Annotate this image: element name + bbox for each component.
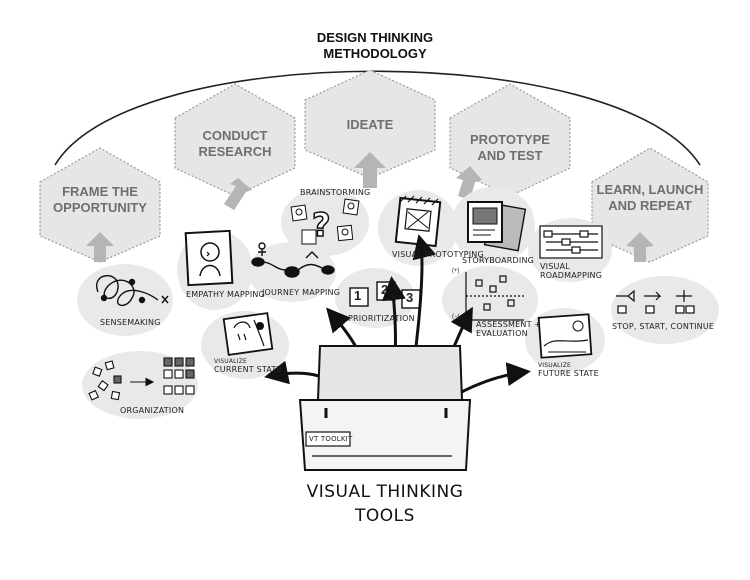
phase-label-learn: LEARN, LAUNCH AND REPEAT bbox=[592, 182, 708, 214]
roadmapping-line-1: VISUAL bbox=[540, 262, 570, 271]
footer-title: VISUAL THINKING TOOLS bbox=[300, 480, 470, 528]
phase-arrow-learn bbox=[626, 232, 654, 262]
stop-start-continue-icon bbox=[616, 289, 695, 314]
label-organization: ORGANIZATION bbox=[120, 406, 185, 415]
organization-icon bbox=[88, 357, 195, 401]
label-visual-prototyping: VISUAL PROTOTYPING bbox=[392, 250, 484, 259]
label-stop-start-continue: STOP, START, CONTINUE bbox=[612, 322, 715, 331]
phase-arrow-ideate bbox=[354, 152, 386, 188]
axis-plus-label: (+) bbox=[452, 268, 460, 274]
label-journey-mapping: JOURNEY MAPPING bbox=[262, 288, 341, 297]
journey-map-icon bbox=[251, 242, 335, 278]
label-brainstorming: BRAINSTORMING bbox=[300, 188, 371, 197]
footer-line-2: TOOLS bbox=[355, 506, 415, 526]
future-state-line-2: FUTURE STATE bbox=[538, 369, 599, 378]
bubble-stop-start bbox=[611, 276, 719, 344]
bubble-sensemaking bbox=[77, 264, 173, 336]
phase-label-prototype: PROTOTYPE AND TEST bbox=[450, 132, 570, 164]
brainstorming-icon: ? bbox=[290, 198, 360, 245]
phase-label-ideate: IDEATE bbox=[305, 117, 435, 133]
axis-minus-label: (−) bbox=[452, 314, 460, 320]
label-sensemaking: SENSEMAKING bbox=[100, 318, 161, 327]
label-future-state: VISUALIZE FUTURE STATE bbox=[538, 362, 599, 378]
label-assessment: ASSESSMENT + EVALUATION bbox=[476, 320, 541, 338]
label-storyboarding: STORYBOARDING bbox=[462, 256, 535, 265]
phase-learn-line-2: AND REPEAT bbox=[608, 198, 692, 213]
storyboarding-icon bbox=[467, 201, 527, 252]
current-state-line-1: VISUALIZE bbox=[214, 358, 247, 365]
assessment-line-2: EVALUATION bbox=[476, 329, 528, 338]
roadmapping-line-2: ROADMAPPING bbox=[540, 271, 603, 280]
roadmap-icon bbox=[539, 225, 603, 259]
phase-prototype-line-1: PROTOTYPE bbox=[470, 132, 550, 147]
label-visual-roadmapping: VISUAL ROADMAPPING bbox=[540, 262, 602, 280]
phase-frame-line-1: FRAME THE bbox=[62, 184, 138, 199]
phase-research-line-1: CONDUCT bbox=[202, 128, 268, 143]
label-current-state: VISUALIZE CURRENT STATE bbox=[214, 358, 282, 374]
priority-number-3: 3 bbox=[406, 290, 414, 305]
label-prioritization: PRIORITIZATION bbox=[348, 314, 415, 323]
phase-hexagon-prototype bbox=[449, 83, 571, 197]
empathy-map-icon bbox=[184, 229, 234, 287]
svg-text:?: ? bbox=[312, 206, 331, 244]
priority-number-1: 1 bbox=[354, 288, 362, 303]
future-state-icon bbox=[537, 313, 593, 359]
footer-line-1: VISUAL THINKING bbox=[306, 482, 464, 502]
current-state-line-2: CURRENT STATE bbox=[214, 365, 282, 374]
priority-number-2: 2 bbox=[381, 282, 389, 297]
phase-arrow-research bbox=[224, 178, 252, 210]
phase-arrow-frame bbox=[86, 232, 114, 262]
visual-prototyping-icon bbox=[394, 195, 442, 248]
phase-hexagon-learn bbox=[591, 147, 709, 263]
phase-label-frame: FRAME THE OPPORTUNITY bbox=[40, 184, 160, 216]
methodology-arc bbox=[54, 70, 701, 166]
phase-frame-line-2: OPPORTUNITY bbox=[53, 200, 147, 215]
phase-label-research: CONDUCT RESEARCH bbox=[175, 128, 295, 160]
toolbox bbox=[298, 345, 472, 471]
phase-learn-line-1: LEARN, LAUNCH bbox=[596, 182, 704, 197]
diagram-title: DESIGN THINKING METHODOLOGY bbox=[305, 30, 445, 62]
assessment-line-1: ASSESSMENT + bbox=[476, 320, 542, 329]
future-state-line-1: VISUALIZE bbox=[538, 362, 571, 369]
sensemaking-icon bbox=[95, 274, 169, 306]
phase-prototype-line-2: AND TEST bbox=[477, 148, 543, 163]
title-line-1: DESIGN THINKING bbox=[316, 30, 434, 45]
current-state-icon bbox=[222, 312, 274, 356]
phase-arrow-prototype bbox=[456, 166, 482, 200]
phase-hexagon-frame bbox=[39, 147, 161, 263]
title-line-2: METHODOLOGY bbox=[323, 46, 427, 61]
phase-ideate-line-1: IDEATE bbox=[346, 117, 394, 132]
phase-research-line-2: RESEARCH bbox=[198, 144, 272, 159]
label-toolbox: VT TOOLKIT bbox=[309, 435, 353, 443]
label-empathy-mapping: EMPATHY MAPPING bbox=[186, 290, 266, 299]
phase-hexagon-ideate bbox=[304, 69, 436, 179]
phase-hexagon-research bbox=[174, 83, 296, 197]
